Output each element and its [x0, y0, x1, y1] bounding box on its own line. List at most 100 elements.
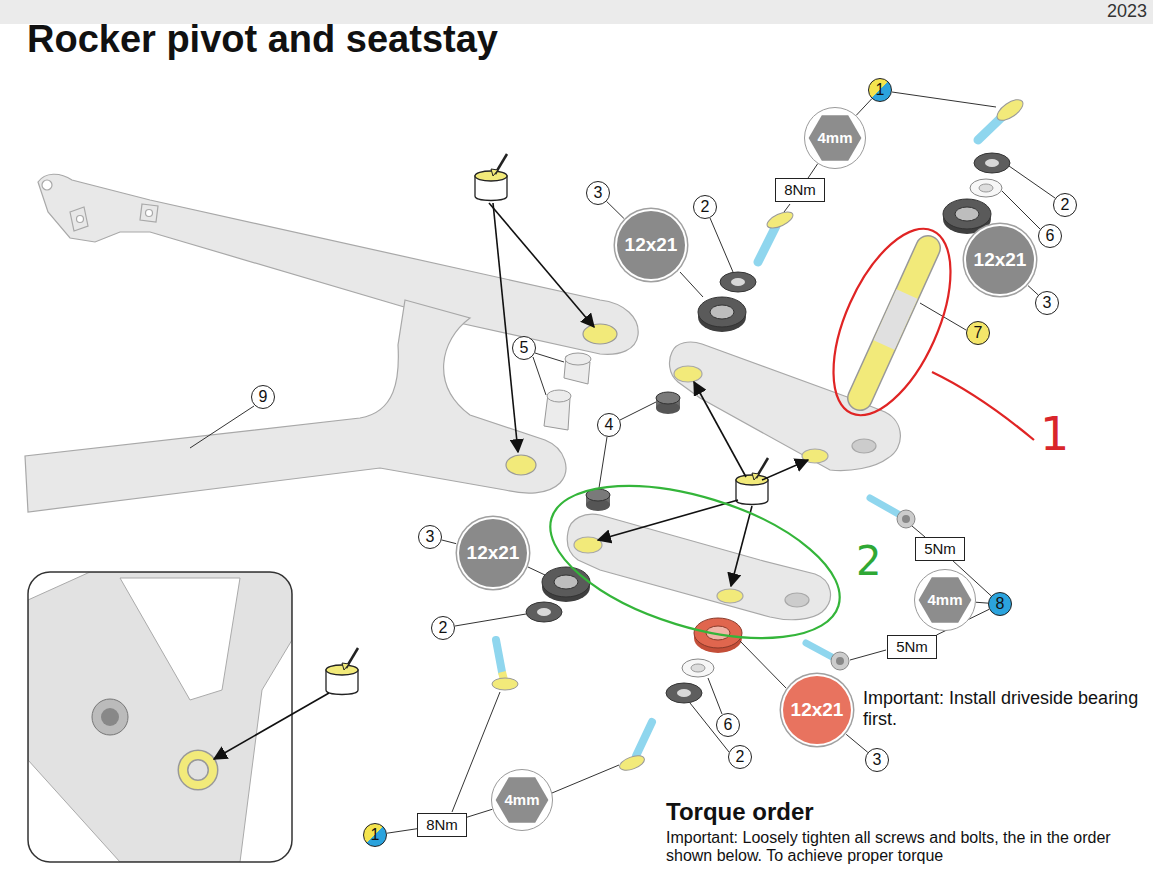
- inset-detail: [183, 755, 213, 785]
- rocker-half: [567, 514, 830, 619]
- node-text: 2: [1061, 196, 1070, 214]
- node-text: 8: [996, 595, 1005, 613]
- leader-line: [850, 650, 886, 660]
- note-text: Important: Loosely tighten all screws an…: [666, 829, 1150, 865]
- pivot-axle: [565, 353, 591, 365]
- bolt: [806, 643, 849, 670]
- callout-number: 2: [728, 745, 752, 769]
- node-text: 2: [439, 619, 448, 637]
- hex-key-symbol: 4mm: [804, 107, 866, 169]
- seatstay: [506, 455, 536, 475]
- pivot-axle: [544, 353, 591, 430]
- label-text: 2: [856, 538, 881, 584]
- seatstay: [42, 180, 52, 190]
- callout-number: 1: [363, 823, 387, 847]
- driveside-bearing: [694, 618, 742, 648]
- grease-icon: [326, 665, 358, 675]
- pivot-pin: [884, 294, 907, 345]
- spacer-washer: [682, 659, 714, 677]
- leader-line: [533, 357, 546, 395]
- node-text: 9: [259, 388, 268, 406]
- node-text: 4mm: [504, 791, 539, 808]
- seatstay: [77, 216, 84, 223]
- grease-icon: [475, 154, 507, 201]
- node-text: 12x21: [467, 542, 520, 564]
- grease-icon: [736, 458, 768, 505]
- washer: [731, 278, 745, 286]
- washer: [526, 602, 562, 622]
- leader-line: [784, 204, 790, 212]
- callout-number: 2: [1053, 193, 1077, 217]
- node-text: 3: [594, 184, 603, 202]
- callout-number: 2: [693, 195, 717, 219]
- pivot-pin: [860, 248, 928, 398]
- bushing: [586, 489, 610, 511]
- leader-line: [528, 567, 545, 575]
- bearing-size-circle: 12x21: [617, 211, 685, 279]
- node-text: 3: [426, 528, 435, 546]
- bearing-size-circle: 12x21: [459, 519, 527, 587]
- node-text: 7: [974, 324, 983, 342]
- leader-line: [680, 272, 703, 297]
- washer: [720, 272, 756, 292]
- screw: [618, 753, 647, 773]
- pivot-pin: [860, 248, 928, 398]
- screw: [758, 226, 776, 262]
- node-text: 2: [701, 198, 710, 216]
- grease-arrow: [598, 500, 738, 540]
- seatstay: [38, 174, 638, 354]
- node-text: 1: [371, 826, 380, 844]
- callout-number: 3: [586, 181, 610, 205]
- leader-line: [892, 92, 996, 107]
- page-title: Rocker pivot and seatstay: [27, 18, 498, 61]
- washer: [666, 683, 702, 703]
- inset-detail: [92, 699, 128, 735]
- screw: [636, 722, 652, 756]
- bolt: [836, 657, 844, 665]
- inset-detail: [28, 572, 292, 862]
- torque-box: 5Nm: [915, 537, 965, 561]
- node-text: 1: [876, 81, 885, 99]
- rocker-half: [785, 593, 809, 607]
- node-text: 4: [605, 416, 614, 434]
- node-text: 8Nm: [426, 816, 458, 833]
- leader-line: [740, 641, 786, 688]
- bushing: [656, 392, 680, 414]
- leader-line: [708, 678, 722, 714]
- inset-detail: [28, 572, 292, 862]
- screw: [978, 96, 1026, 140]
- green-annotation: [533, 456, 858, 668]
- rocker-half: [852, 439, 876, 453]
- hex-key-symbol: 4mm: [914, 569, 976, 631]
- seatstay: [583, 324, 617, 344]
- node-text: 6: [724, 716, 733, 734]
- callout-number: 4: [597, 413, 621, 437]
- section-heading: Torque order: [666, 798, 814, 826]
- washer: [537, 608, 551, 616]
- seatstay: [25, 174, 638, 512]
- washer: [974, 153, 1010, 173]
- callout-number: 6: [1038, 224, 1062, 248]
- connector-line: [976, 602, 988, 604]
- callout-number: 3: [865, 748, 889, 772]
- red-annotation: [809, 212, 1034, 440]
- inset-detail: [183, 755, 213, 785]
- inset-detail: [101, 708, 119, 726]
- hexagon-symbol: [496, 777, 549, 823]
- hexagon-symbol: [809, 115, 862, 161]
- seatstay: [140, 204, 158, 222]
- screw: [492, 678, 518, 690]
- callout-number: 9: [251, 385, 275, 409]
- grease-arrow: [493, 203, 518, 452]
- connector-line: [467, 809, 492, 817]
- leader-line: [620, 402, 656, 420]
- node-text: 2: [736, 748, 745, 766]
- grease-icon: [491, 169, 498, 176]
- screw: [496, 640, 502, 672]
- washer: [974, 153, 1010, 173]
- label-text: 2023: [1107, 1, 1147, 21]
